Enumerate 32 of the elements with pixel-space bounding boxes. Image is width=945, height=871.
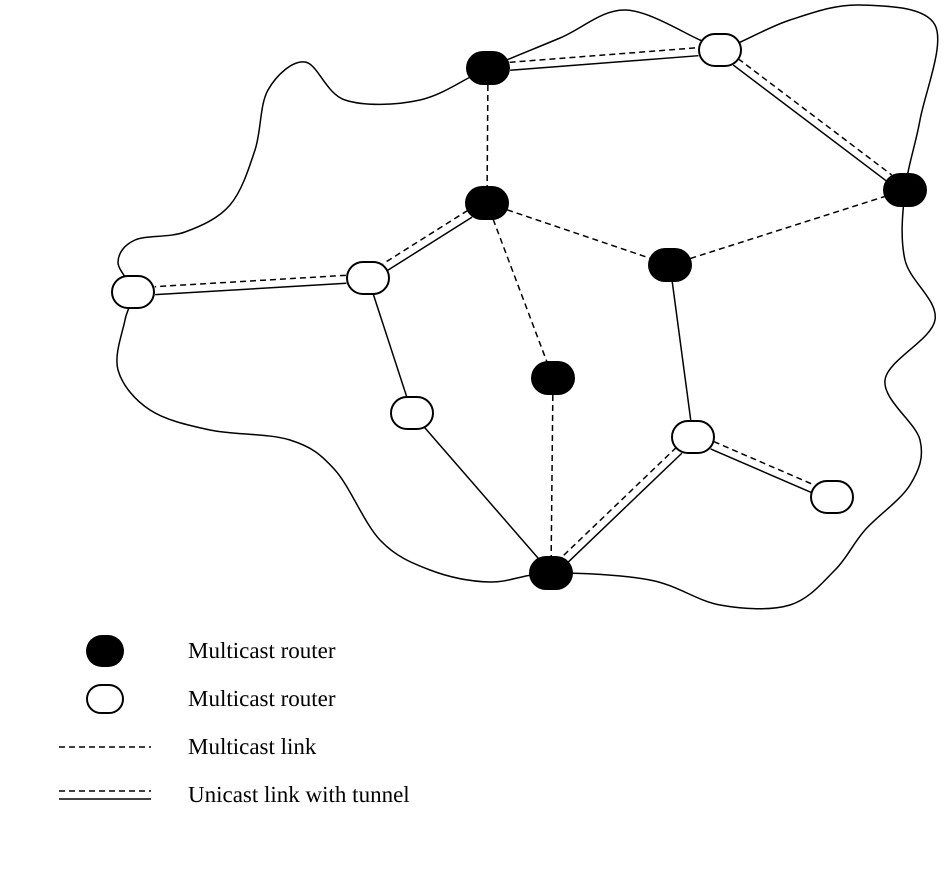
hollow-router-node (111, 275, 155, 309)
dashed-link (382, 210, 468, 264)
solid-link (155, 282, 346, 296)
solid-link (372, 294, 408, 397)
dashed-link (492, 219, 548, 362)
hollow-router-node (346, 261, 390, 295)
dashed-link (510, 46, 698, 64)
dashed-link (154, 274, 346, 288)
filled-router-node (648, 248, 692, 282)
solid-link (386, 216, 472, 272)
hollow-router-node (390, 396, 434, 430)
solid-link (567, 452, 682, 564)
hollow-router-node (698, 33, 742, 67)
hollow-router-node (810, 480, 854, 514)
filled-router-node (465, 186, 509, 220)
legend-text: Multicast link (188, 732, 316, 761)
dashed-link (690, 196, 885, 260)
filled-router-node (531, 361, 575, 395)
legend-text: Multicast router (188, 636, 336, 665)
solid-link (672, 282, 692, 420)
solid-link (710, 448, 812, 494)
filled-router-node (883, 173, 927, 207)
filled-router-node (466, 51, 510, 85)
filled-router-node (529, 556, 573, 590)
legend-text: Unicast link with tunnel (188, 780, 410, 809)
dashed-link (562, 446, 677, 558)
dashed-link (550, 395, 554, 556)
solid-link (510, 54, 698, 72)
dashed-link (738, 58, 892, 176)
legend-text: Multicast router (188, 684, 336, 713)
dashed-link (486, 85, 489, 186)
hollow-router-node (671, 420, 715, 454)
